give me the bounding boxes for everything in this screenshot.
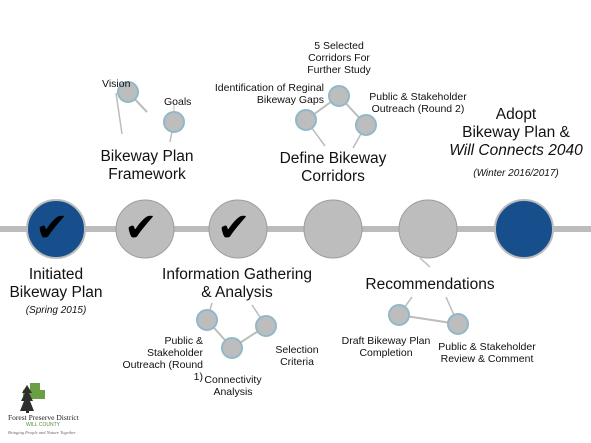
logo-sub: WILL COUNTY <box>26 422 60 428</box>
substep-outreach2-label: Public & Stakeholder Outreach (Round 2) <box>369 91 467 116</box>
milestone-recommendations-title: Recommendations <box>365 276 495 293</box>
milestone-framework-circle <box>115 199 175 259</box>
milestone-corridors-circle <box>303 199 363 259</box>
pine-tree-icon <box>20 383 45 413</box>
milestone-adopt-title: Adopt Bikeway Plan & Will Connects 2040 <box>449 106 583 159</box>
substep-vision-circle <box>117 81 139 103</box>
substep-criteria-circle <box>255 315 277 337</box>
substep-draft-label: Draft Bikeway Plan Completion <box>341 335 431 360</box>
substep-selected-label: 5 Selected Corridors For Further Study <box>307 40 371 77</box>
check-icon: ✔ <box>124 205 158 251</box>
milestone-initiated-circle <box>26 199 86 259</box>
substep-review-circle <box>447 313 469 335</box>
connector-vision-label <box>115 92 123 135</box>
substep-connectivity-label: Connectivity Analysis <box>204 374 262 399</box>
milestone-adopt-date: (Winter 2016/2017) <box>473 168 559 179</box>
substep-vision-label: Vision <box>102 78 131 90</box>
substep-outreach1-circle <box>196 309 218 331</box>
substep-draft-circle <box>388 304 410 326</box>
milestone-adopt-circle <box>494 199 554 259</box>
substep-gaps-circle <box>295 109 317 131</box>
milestone-initiated-title: Initiated Bikeway Plan <box>9 266 103 301</box>
milestone-framework-title: Bikeway Plan Framework <box>100 148 194 183</box>
logo-name: Forest Preserve District <box>8 413 79 422</box>
substep-outreach2-circle <box>355 114 377 136</box>
forest-preserve-logo: Forest Preserve District WILL COUNTY Bri… <box>8 383 108 439</box>
check-icon: ✔ <box>35 205 69 251</box>
substep-goals-label: Goals <box>164 96 192 108</box>
substep-outreach1-label: Public & Stakeholder Outreach (Round 1) <box>122 335 203 384</box>
milestone-recommendations-circle <box>398 199 458 259</box>
milestone-info-circle <box>208 199 268 259</box>
substep-gaps-label: Identification of Reginal Bikeway Gaps <box>214 82 324 107</box>
milestone-info-title: Information Gathering & Analysis <box>162 266 312 301</box>
check-icon: ✔ <box>217 205 251 251</box>
substep-selected-circle <box>328 85 350 107</box>
milestone-initiated-date: (Spring 2015) <box>25 305 87 316</box>
connector-rec-title <box>419 257 431 268</box>
substep-goals-circle <box>163 111 185 133</box>
substep-review-label: Public & Stakeholder Review & Comment <box>438 341 536 366</box>
milestone-corridors-title: Define Bikeway Corridors <box>279 150 387 185</box>
substep-criteria-label: Selection Criteria <box>275 344 319 369</box>
substep-connectivity-circle <box>221 337 243 359</box>
logo-tagline: Bringing People and Nature Together <box>8 430 76 435</box>
